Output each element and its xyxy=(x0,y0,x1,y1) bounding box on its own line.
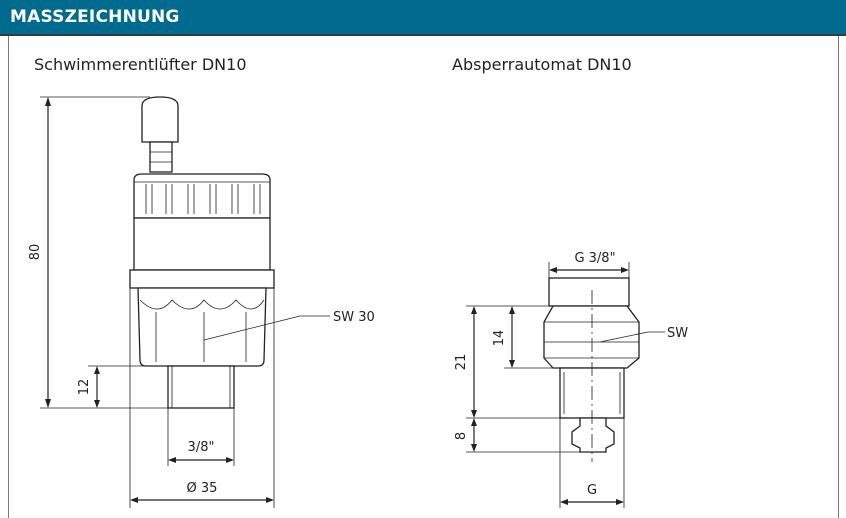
vent-hex-section xyxy=(137,287,267,367)
shutoff-valve-drawing: G 3/8" 14 21 8 G SW xyxy=(454,251,688,508)
dim-body-height-label: 21 xyxy=(454,354,469,371)
float-vent-drawing: 80 12 3/8" Ø 35 SW 30 xyxy=(28,96,375,508)
collar-ribs xyxy=(145,184,261,214)
valve-nipple xyxy=(571,417,615,453)
vent-cap xyxy=(141,96,179,143)
vent-band xyxy=(129,269,275,289)
dim-height-label: 80 xyxy=(28,244,43,261)
section-header: MASSZEICHNUNG xyxy=(0,0,846,36)
left-drawing-caption: Schwimmerentlüfter DN10 xyxy=(34,55,247,74)
dim-thread-label: 3/8" xyxy=(188,440,215,455)
vent-thread xyxy=(167,365,235,409)
wrench-size-label: SW 30 xyxy=(333,310,375,325)
frame-right-border xyxy=(838,36,839,518)
dim-bottom-label: 8 xyxy=(454,432,469,440)
vent-stem xyxy=(149,141,173,173)
dim-bottom-thread-label: G xyxy=(587,483,597,498)
dim-thread-length-label: 12 xyxy=(77,379,92,396)
section-title: MASSZEICHNUNG xyxy=(10,7,180,27)
dim-diameter-label: Ø 35 xyxy=(187,481,218,496)
right-drawing-caption: Absperrautomat DN10 xyxy=(452,55,632,74)
dim-top-thread-label: G 3/8" xyxy=(574,251,615,266)
vent-collar xyxy=(133,173,271,219)
vent-body xyxy=(133,217,271,271)
valve-neck xyxy=(548,277,630,307)
frame-left-border xyxy=(8,36,9,518)
valve-wrench-label: SW xyxy=(667,326,688,341)
dim-hex-height-label: 14 xyxy=(492,330,507,347)
valve-hex xyxy=(543,305,640,369)
